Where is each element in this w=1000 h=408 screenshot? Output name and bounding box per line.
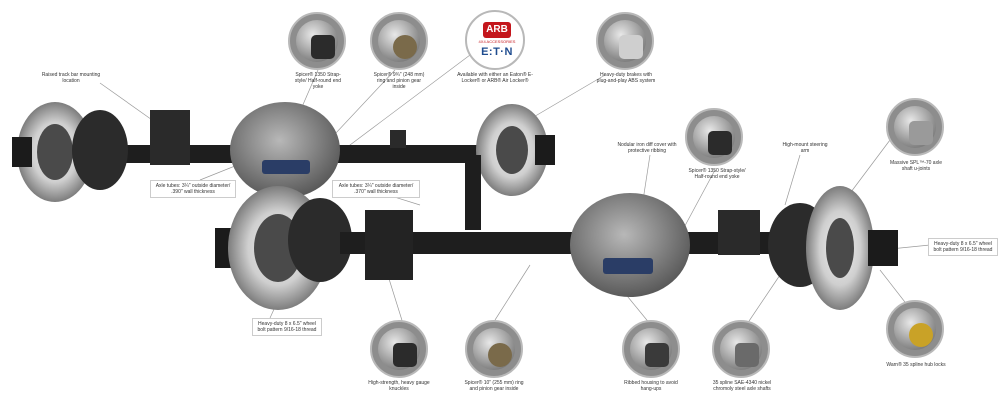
callout-hub-locks [886, 300, 944, 358]
label-iron-cover: Nodular iron diff cover with protective … [617, 142, 677, 154]
callout-ribbed-housing-image [630, 328, 672, 370]
callout-knuckles-image [378, 328, 420, 370]
eaton-logo: E:T·N [481, 46, 513, 58]
label-bolt-pattern-right: Heavy-duty 8 x 6.5" wheel bolt pattern 9… [928, 238, 998, 256]
callout-rear-gear [465, 320, 523, 378]
front-axle-assembly [12, 102, 555, 230]
label-axle-tubes-front: Axle tubes: 3¼" outside diameter/ .390" … [150, 180, 236, 198]
label-hub-locks: Warn® 35 spline hub locks [886, 362, 946, 368]
callout-rear-end-yoke-image [693, 116, 735, 158]
callout-rear-gear-image [473, 328, 515, 370]
callout-ring-pinion [370, 12, 428, 70]
label-track-bar: Raised track bar mounting location [41, 72, 101, 84]
label-rear-gear: Spicer® 10" (255 mm) ring and pinion gea… [464, 380, 524, 392]
brand-badge: ARB 4X4 ACCESSORIES E:T·N [465, 10, 525, 70]
callout-end-yoke [288, 12, 346, 70]
rear-axle-assembly [215, 186, 898, 310]
label-spicer-1350-rear: Spicer® 1350 Strap-style/ Half-round end… [688, 168, 746, 180]
callout-end-yoke-image [296, 20, 338, 62]
label-lockers: Available with either an Eaton® E-Locker… [457, 72, 533, 84]
label-steering-arm: High-mount steering arm [782, 142, 828, 154]
label-spicer-1350: Spicer® 1350 Strap-style/ Half-round end… [294, 72, 342, 90]
callout-ujoint [886, 98, 944, 156]
callout-ribbed-housing [622, 320, 680, 378]
callout-brakes [596, 12, 654, 70]
label-knuckles: High-strength, heavy gauge knuckles [368, 380, 430, 392]
callout-axle-shafts [712, 320, 770, 378]
label-axle-tubes-rear: Axle tubes: 3¼" outside diameter/ .370" … [332, 180, 420, 198]
label-brakes: Heavy-duty brakes with plug-and-play ABS… [596, 72, 656, 84]
arb-logo-subtext: 4X4 ACCESSORIES [478, 39, 516, 44]
arb-logo: ARB [483, 22, 511, 38]
callout-rear-end-yoke [685, 108, 743, 166]
label-ring-pinion: Spicer® 9¾" (248 mm) ring and pinion gea… [373, 72, 425, 90]
label-ribbed-housing: Ribbed housing to avoid hang-ups [624, 380, 678, 392]
callout-knuckles [370, 320, 428, 378]
callout-brakes-image [604, 20, 646, 62]
label-axle-shafts: 35 spline SAE-4340 nickel chromoly steel… [712, 380, 772, 392]
label-ujoint: Massive SPL™-70 axle shaft u-joints [890, 160, 942, 172]
label-bolt-pattern-left: Heavy-duty 8 x 6.5" wheel bolt pattern 9… [252, 318, 322, 336]
callout-axle-shafts-image [720, 328, 762, 370]
callout-ring-pinion-image [378, 20, 420, 62]
callout-hub-locks-image [894, 308, 936, 350]
callout-ujoint-image [894, 106, 936, 148]
